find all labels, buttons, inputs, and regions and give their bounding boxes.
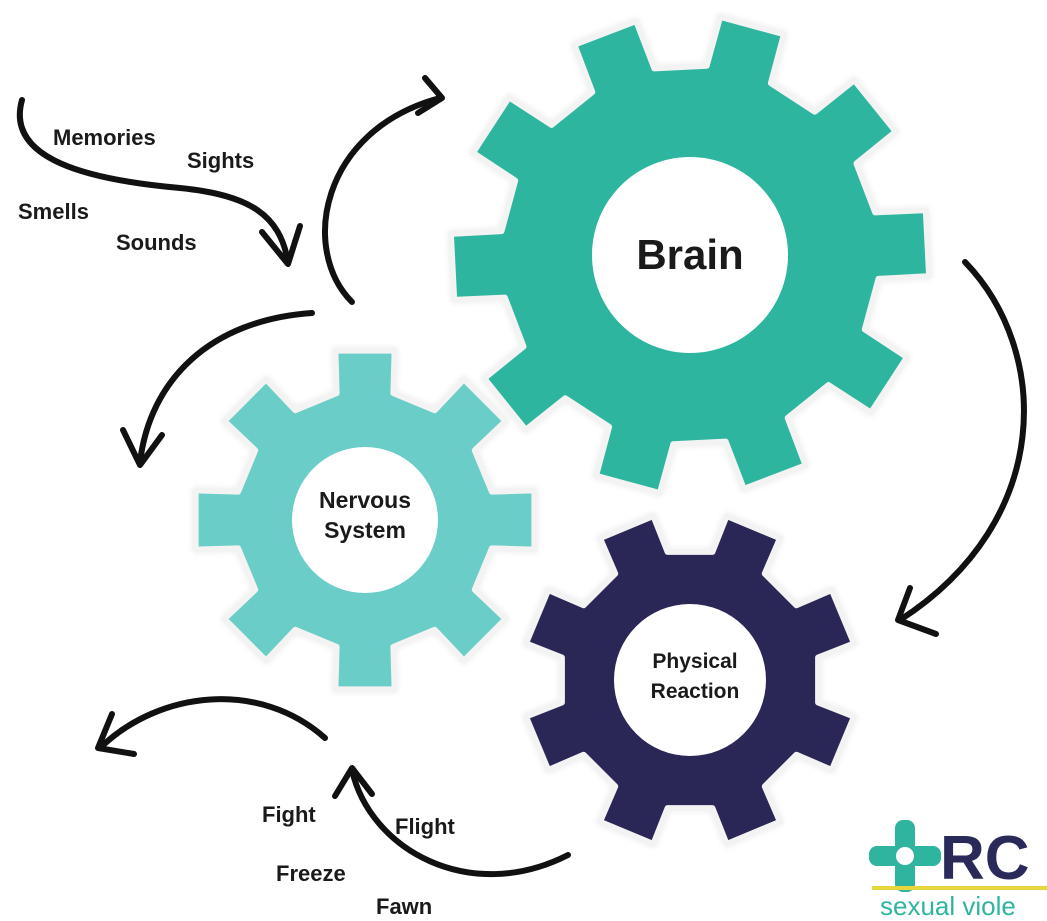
nervous-system-loop-arrow (120, 310, 315, 468)
label-smells: Smells (18, 199, 89, 224)
nervous-system-label: Nervous System (300, 485, 430, 545)
gear-nervous-hub (292, 447, 438, 593)
output-arrow (95, 696, 328, 757)
brain-to-physical-arrow (895, 259, 1027, 637)
label-fight: Fight (262, 802, 316, 827)
logo-underline (872, 886, 1047, 890)
nervous-system-label-line1: Nervous (318, 487, 412, 513)
logo-cross-icon (869, 820, 941, 892)
label-sounds: Sounds (116, 230, 197, 255)
label-flight: Flight (395, 814, 455, 839)
physical-reaction-label-line2: Reaction (650, 680, 740, 703)
nervous-system-gear (192, 347, 538, 693)
gear-physical-hub (614, 604, 766, 756)
to-brain-arrow (322, 75, 445, 305)
physical-reaction-label: Physical Reaction (630, 647, 760, 707)
nervous-system-label-line2: System (324, 517, 406, 543)
brain-gear (447, 13, 933, 497)
label-fawn: Fawn (376, 894, 433, 919)
physical-reaction-label-line1: Physical (652, 650, 738, 673)
triggers-arrow (16, 97, 303, 267)
logo-cross-center (896, 847, 914, 865)
logo-letters: RC (940, 824, 1030, 893)
brain-label: Brain (636, 231, 744, 278)
label-freeze: Freeze (276, 861, 346, 886)
responses-arrow (332, 765, 571, 878)
logo (869, 820, 1047, 892)
label-sights: Sights (187, 148, 255, 173)
label-memories: Memories (53, 125, 156, 150)
logo-tagline: sexual viole (880, 891, 1016, 921)
physical-reaction-gear (523, 513, 857, 847)
gear-brain-hub (592, 157, 788, 353)
